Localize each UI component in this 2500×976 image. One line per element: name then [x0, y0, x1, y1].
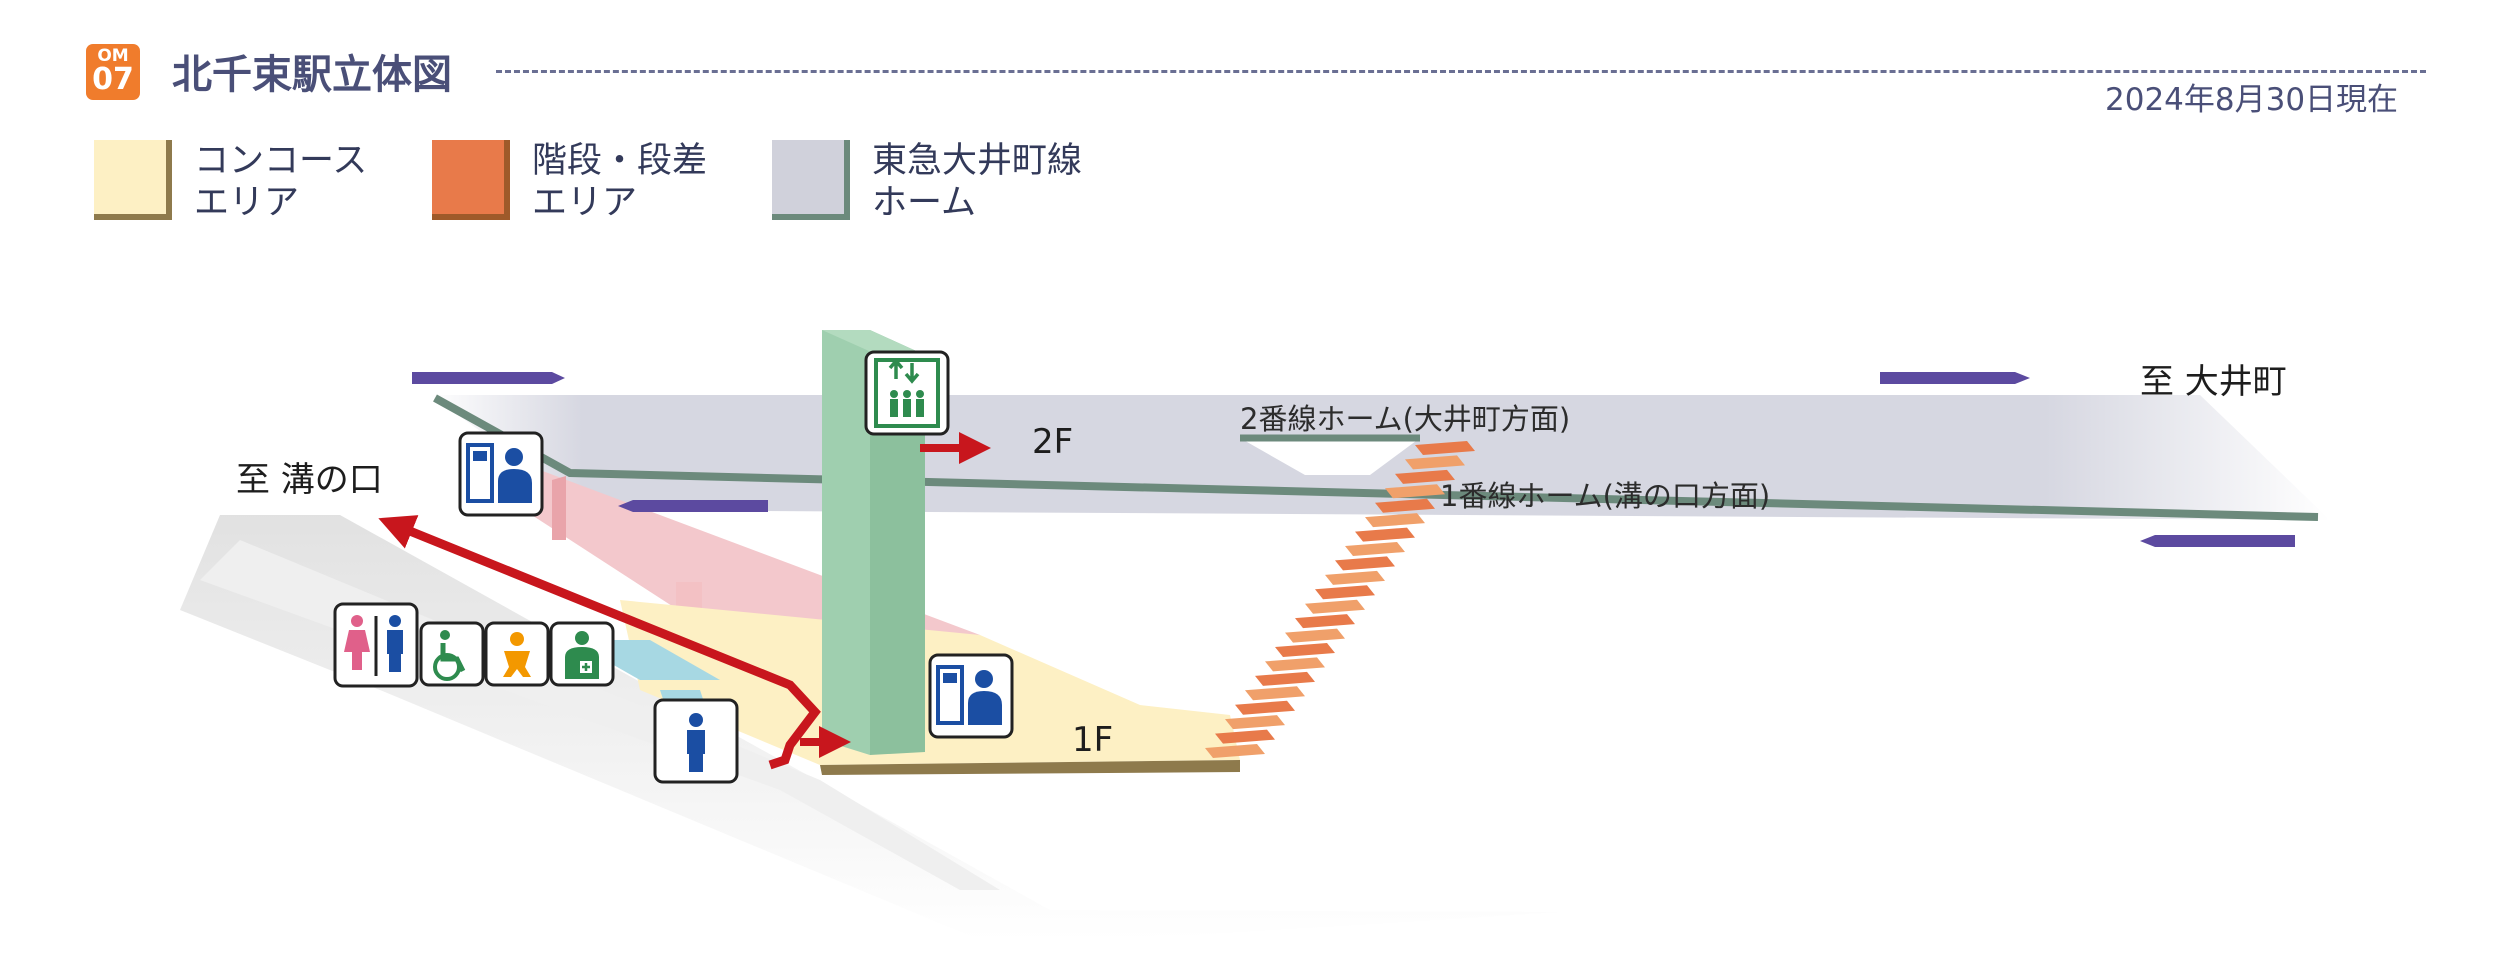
stair-step — [1355, 527, 1415, 542]
station-number-badge: OM 07 — [86, 44, 140, 100]
stair-step — [1205, 744, 1265, 758]
platform1-edge — [433, 394, 2319, 521]
concourse-edge — [820, 760, 1240, 775]
stair-step — [1375, 498, 1435, 513]
direction-label-oimachi: 至 大井町 — [2140, 362, 2287, 402]
stair-step — [1395, 469, 1455, 484]
ticket-machine-icon-1f — [928, 653, 1014, 739]
elevator-shaft-side — [870, 330, 925, 755]
train-arrow-2 — [1880, 372, 2030, 384]
stair-step — [1235, 700, 1295, 715]
baby-changing-icon — [484, 621, 550, 687]
stair-step — [1315, 585, 1375, 600]
page-title: 北千束駅立体図 — [172, 52, 452, 98]
legend-concourse-swatch — [94, 140, 172, 220]
badge-line-code: OM — [97, 46, 129, 66]
direction-label-mizonokuchi: 至 溝の口 — [236, 460, 383, 500]
stair-step — [1415, 441, 1475, 455]
elevator-icon — [864, 350, 950, 436]
stairs — [1205, 441, 1475, 758]
title-divider — [496, 70, 2426, 73]
stair-step — [1385, 484, 1445, 499]
stair-step — [1275, 643, 1335, 657]
route-arrow-main — [378, 515, 821, 770]
legend-concourse-label: コンコースエリア — [194, 141, 368, 223]
ground-shadow — [180, 515, 1560, 940]
stair-step — [1345, 542, 1405, 556]
stair-step — [1325, 570, 1385, 585]
elevator-shaft-front — [822, 330, 870, 755]
header: OM 07 北千束駅立体図 — [86, 44, 2426, 104]
train-arrow-3 — [618, 500, 768, 512]
stair-step — [1405, 455, 1465, 470]
platform-cutout — [1240, 438, 1420, 475]
stair-step — [1285, 628, 1345, 643]
stair-step — [1295, 614, 1355, 629]
stair-step — [1225, 715, 1285, 730]
train-arrow-4 — [2140, 535, 2295, 547]
ostomate-icon — [549, 621, 615, 687]
floor-label-2f: 2F — [1032, 422, 1074, 462]
accessible-toilet-icon — [419, 621, 485, 687]
legend-platform-label: 東急大井町線ホーム — [872, 141, 1083, 223]
pink-pillar-a — [552, 476, 566, 540]
restroom-icon — [333, 602, 419, 688]
stair-step — [1365, 513, 1425, 528]
legend-stairs-swatch — [432, 140, 510, 220]
update-date: 2024年8月30日現在 — [2105, 82, 2399, 118]
stair-step — [1255, 671, 1315, 686]
stair-step — [1335, 556, 1395, 571]
stair-step — [1305, 599, 1365, 614]
legend-stairs-label: 階段・段差エリア — [532, 141, 708, 223]
ticket-machine-icon — [458, 431, 544, 517]
floor-label-1f: 1F — [1072, 720, 1114, 760]
platform1-label: 1番線ホーム(溝の口方面) — [1440, 479, 1771, 513]
legend-platform-swatch — [772, 140, 850, 220]
stair-step — [1245, 686, 1305, 701]
badge-station-number: 07 — [92, 62, 134, 97]
platform2-label: 2番線ホーム(大井町方面) — [1240, 402, 1571, 436]
stair-step — [1265, 657, 1325, 672]
train-arrow-1 — [412, 372, 565, 384]
stair-step — [1215, 729, 1275, 744]
mens-toilet-icon — [653, 698, 739, 784]
elevator-shaft-top — [822, 330, 925, 355]
